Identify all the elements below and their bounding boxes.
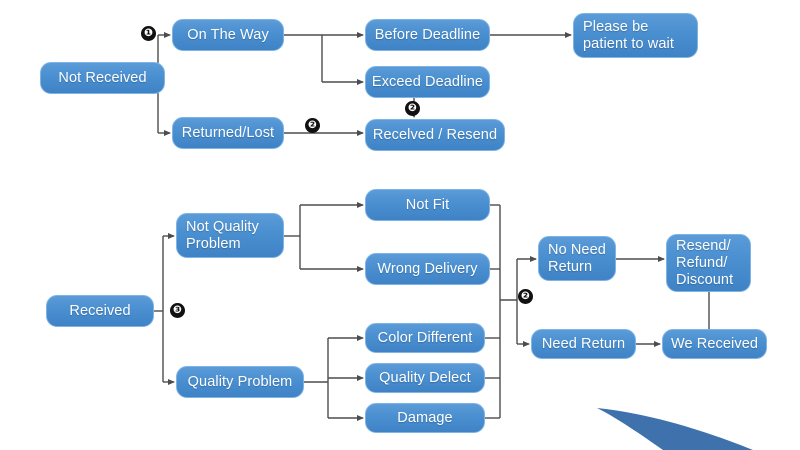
node-received[interactable]: Received: [46, 295, 154, 327]
node-on-the-way[interactable]: On The Way: [172, 19, 284, 51]
node-need-return[interactable]: Need Return: [531, 329, 636, 359]
node-not-fit[interactable]: Not Fit: [365, 189, 490, 221]
node-quality-problem[interactable]: Quality Problem: [176, 366, 304, 398]
badge-step-2-return-split: ❷: [518, 289, 533, 304]
node-not-quality-problem[interactable]: Not Quality Problem: [176, 213, 284, 258]
badge-step-2-exceed: ❷: [405, 101, 420, 116]
node-quality-delect[interactable]: Quality Delect: [365, 363, 485, 393]
badge-step-2-returned: ❷: [305, 118, 320, 133]
badge-step-1: ❶: [141, 26, 156, 41]
node-exceed-deadline[interactable]: Exceed Deadline: [365, 66, 490, 98]
node-not-received[interactable]: Not Received: [40, 62, 165, 94]
node-before-deadline[interactable]: Before Deadline: [365, 19, 490, 51]
node-we-received[interactable]: We Received: [662, 329, 767, 359]
badge-step-3: ❸: [170, 303, 185, 318]
node-returned-lost[interactable]: Returned/Lost: [172, 117, 284, 149]
node-received-resend[interactable]: Recelved / Resend: [365, 119, 505, 151]
node-no-need-return[interactable]: No Need Return: [538, 236, 616, 281]
node-damage[interactable]: Damage: [365, 403, 485, 433]
node-color-different[interactable]: Color Different: [365, 323, 485, 353]
node-resend-refund-discount[interactable]: Resend/ Refund/ Discount: [666, 234, 751, 292]
node-please-be-patient[interactable]: Please be patient to wait: [573, 13, 698, 58]
node-wrong-delivery[interactable]: Wrong Delivery: [365, 253, 490, 285]
